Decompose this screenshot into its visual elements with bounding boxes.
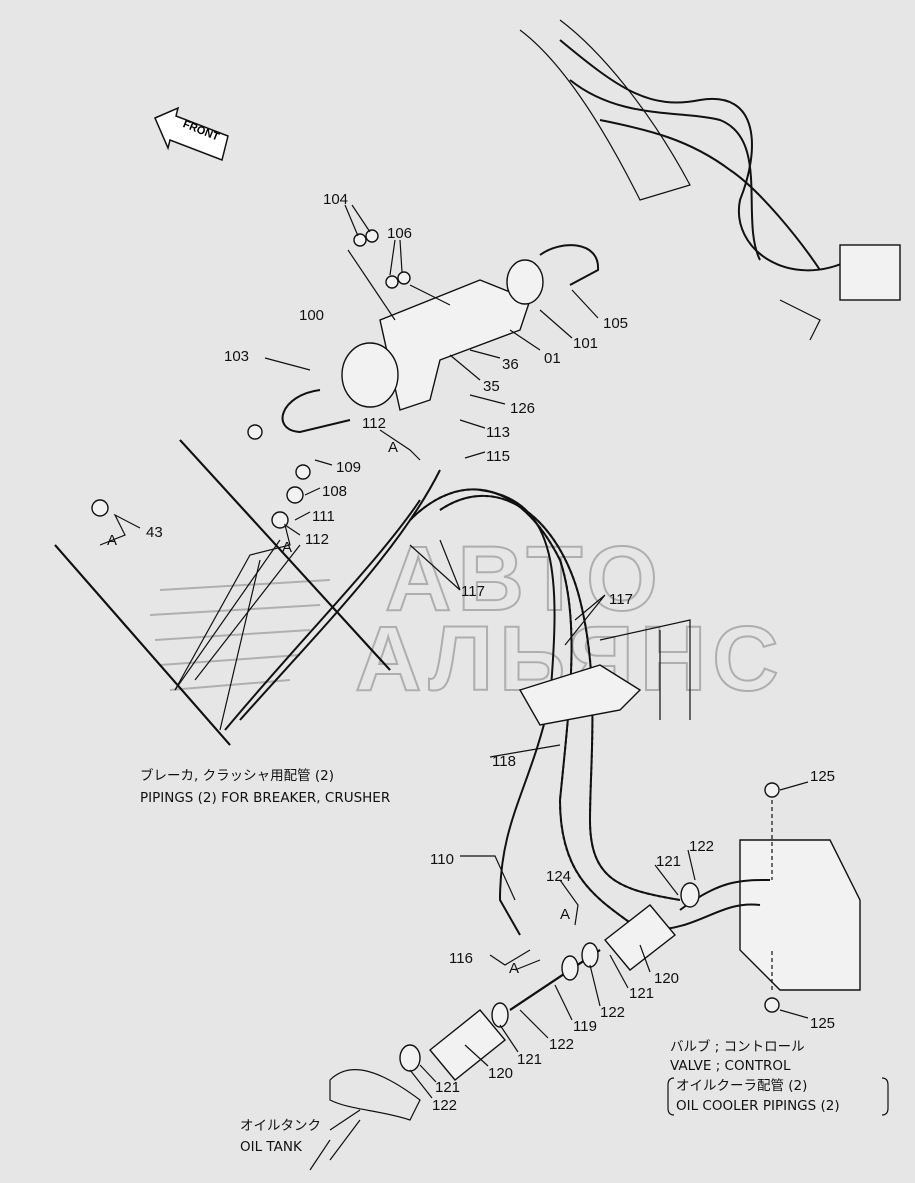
label-106: 106 (387, 225, 412, 242)
label-117: 117 (609, 591, 633, 608)
label-43: 43 (146, 524, 163, 541)
label-121: 121 (656, 853, 681, 870)
caption-tank-en: OIL TANK (240, 1139, 303, 1155)
label-120: 120 (488, 1065, 513, 1082)
label-119: 119 (573, 1018, 597, 1035)
label-110: 110 (430, 851, 454, 868)
watermark: АВТО АЛЬЯНС (149, 527, 780, 711)
label-36: 36 (502, 356, 519, 373)
label-a: A (107, 532, 117, 549)
captions: ブレーカ, クラッシャ用配管 (2) PIPINGS (2) FOR BREAK… (140, 767, 889, 1155)
label-a: A (509, 960, 519, 977)
front-arrow-icon: FRONT (154, 106, 229, 162)
boom-assembly (519, 19, 901, 341)
label-a: A (388, 439, 398, 456)
label-a: A (282, 539, 292, 556)
label-105: 105 (603, 315, 628, 332)
caption-tank-jp: オイルタンク (240, 1118, 321, 1134)
label-115: 115 (486, 448, 510, 465)
caption-cooler-en: OIL COOLER PIPINGS (2) (676, 1098, 840, 1114)
label-111: 111 (312, 508, 335, 525)
label-124: 124 (546, 868, 571, 885)
label-121: 121 (517, 1051, 542, 1068)
label-117: 117 (461, 583, 485, 600)
accumulator-bracket (281, 229, 600, 434)
hoses (409, 488, 691, 936)
label-118: 118 (492, 753, 516, 770)
label-103: 103 (224, 348, 249, 365)
caption-cooler-jp: オイルクーラ配管 (2) (676, 1078, 807, 1094)
label-113: 113 (486, 424, 510, 441)
label-121: 121 (435, 1079, 460, 1096)
label-126: 126 (510, 400, 535, 417)
label-01: 01 (544, 350, 561, 367)
watermark-line-1: АВТО (385, 528, 664, 630)
label-122: 122 (549, 1036, 574, 1053)
label-100: 100 (299, 307, 324, 324)
caption-valve-en: VALVE ; CONTROL (670, 1058, 791, 1074)
oil-cooler-pipes (309, 882, 700, 1171)
label-120: 120 (654, 970, 679, 987)
label-a: A (560, 906, 570, 923)
leader-lines (99, 204, 809, 1131)
label-122: 122 (600, 1004, 625, 1021)
label-125: 125 (810, 1015, 835, 1032)
breaker-pipes (54, 424, 441, 746)
label-108: 108 (322, 483, 347, 500)
label-122: 122 (432, 1097, 457, 1114)
label-112: 112 (305, 531, 329, 548)
caption-brackets (667, 1077, 889, 1116)
caption-breaker-en: PIPINGS (2) FOR BREAKER, CRUSHER (140, 790, 390, 806)
label-104: 104 (323, 191, 348, 208)
label-35: 35 (483, 378, 500, 395)
control-valve (649, 782, 861, 1013)
label-109: 109 (336, 459, 361, 476)
caption-valve-jp: バルブ ; コントロール (670, 1038, 805, 1055)
label-116: 116 (449, 950, 473, 967)
part-labels: 104 106 100 105 101 01 36 103 35 126 112… (107, 191, 835, 1114)
label-125: 125 (810, 768, 835, 785)
label-112: 112 (362, 415, 386, 432)
label-101: 101 (573, 335, 598, 352)
caption-breaker-jp: ブレーカ, クラッシャ用配管 (2) (140, 767, 334, 784)
label-122: 122 (689, 838, 714, 855)
label-121: 121 (629, 985, 654, 1002)
